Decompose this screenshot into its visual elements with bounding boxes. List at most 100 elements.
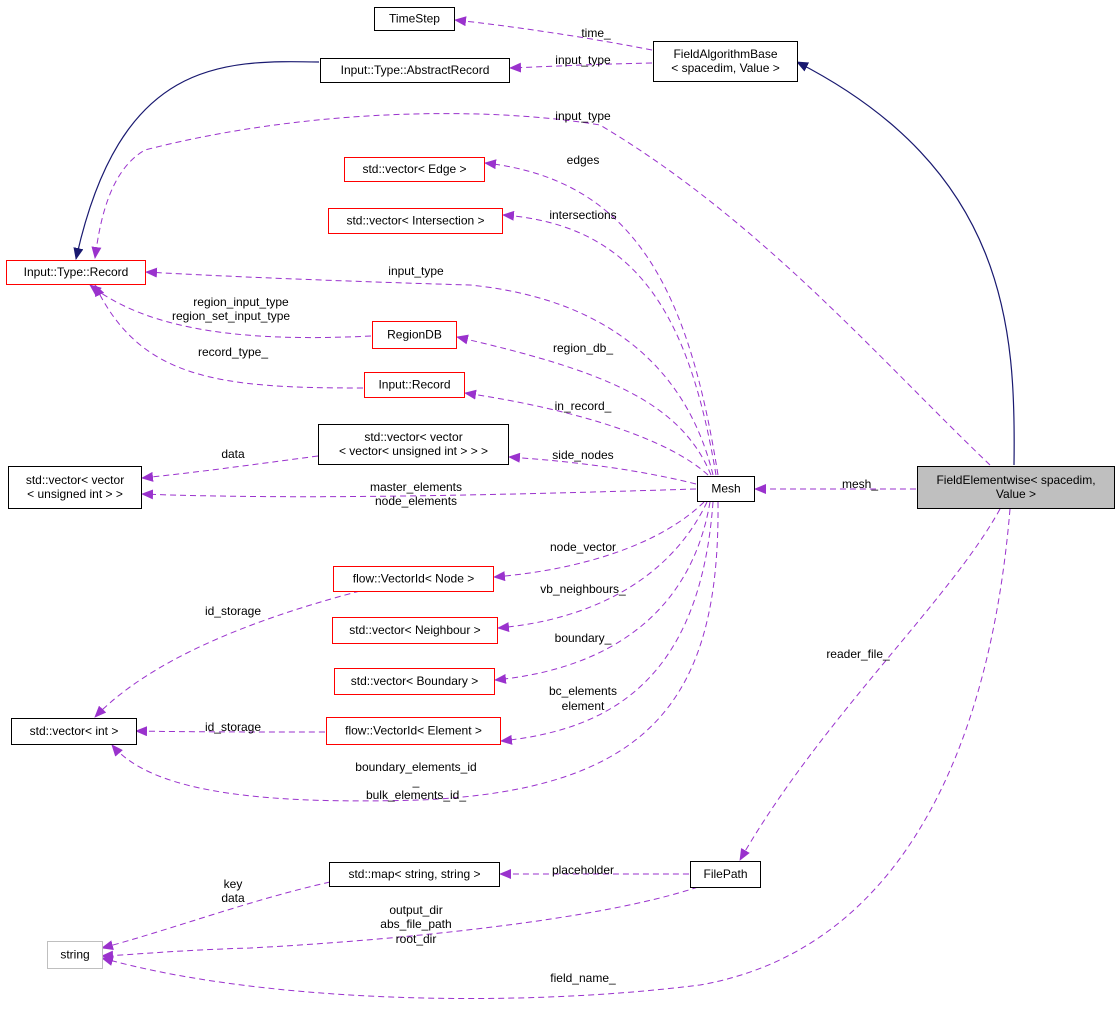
node-label: Value > <box>996 487 1036 501</box>
edge-label: _ <box>412 774 420 788</box>
node-box[interactable] <box>653 41 798 82</box>
node-label: std::vector< int > <box>30 724 119 738</box>
node-label: flow::VectorId< Element > <box>345 724 482 738</box>
edge-label: id_storage <box>205 604 261 618</box>
node-field-algorithm-base[interactable]: FieldAlgorithmBase< spacedim, Value > <box>653 41 798 82</box>
node-field-elementwise[interactable]: FieldElementwise< spacedim,Value > <box>917 466 1115 509</box>
node-label: RegionDB <box>387 328 442 342</box>
edge-line <box>796 61 1015 466</box>
edge-label: bc_elements <box>549 684 617 698</box>
edge-line <box>454 16 653 51</box>
edge-vb-neighbours: vb_neighbours_ <box>497 501 708 633</box>
edge-boundary: boundary_ <box>494 501 711 684</box>
node-box[interactable] <box>11 718 137 745</box>
edge-label: element <box>562 699 605 713</box>
node-vectorid-node[interactable]: flow::VectorId< Node > <box>333 566 494 592</box>
node-box[interactable] <box>697 476 755 502</box>
node-string[interactable]: string <box>47 941 103 969</box>
node-box[interactable] <box>326 717 501 745</box>
edge-label: bulk_elements_id_ <box>366 788 466 802</box>
edge-line <box>141 455 319 482</box>
node-vector-vector-vector[interactable]: std::vector< vector< vector< unsigned in… <box>318 424 509 465</box>
edge-inherit-fab <box>796 61 1015 466</box>
edge-line <box>464 389 709 476</box>
edge-line <box>500 501 714 745</box>
node-label: Input::Type::AbstractRecord <box>341 63 490 77</box>
node-vector-boundary[interactable]: std::vector< Boundary > <box>334 668 495 695</box>
node-map-string[interactable]: std::map< string, string > <box>329 862 500 887</box>
edge-id-storage-element: id_storage <box>135 720 326 737</box>
edge-label: field_name_ <box>550 971 616 985</box>
edge-record-type: record_type_ <box>94 284 364 389</box>
node-box[interactable] <box>47 941 103 969</box>
edge-line <box>456 334 712 476</box>
edge-label: input_type <box>388 264 444 278</box>
edge-label: vb_neighbours_ <box>540 582 626 596</box>
node-box[interactable] <box>332 617 498 644</box>
edge-time: time_ <box>454 16 653 51</box>
node-box[interactable] <box>917 466 1115 509</box>
node-box[interactable] <box>320 58 510 83</box>
node-box[interactable] <box>318 424 509 465</box>
node-vector-neighbour[interactable]: std::vector< Neighbour > <box>332 617 498 644</box>
node-box[interactable] <box>690 861 761 888</box>
edge-line <box>135 726 326 737</box>
node-label: Input::Record <box>378 378 450 392</box>
edge-label: edges <box>567 153 600 167</box>
node-box[interactable] <box>374 7 455 31</box>
edge-node-vector: node_vector <box>493 501 705 582</box>
node-label: std::map< string, string > <box>348 867 480 881</box>
edge-input-type-long: input_type <box>91 109 991 466</box>
node-type-record[interactable]: Input::Type::Record <box>6 260 146 285</box>
edge-label: region_input_type <box>193 295 289 309</box>
node-regiondb[interactable]: RegionDB <box>372 321 457 349</box>
edge-side-nodes: side_nodes <box>508 448 697 485</box>
node-box[interactable] <box>344 157 485 182</box>
edge-label: id_storage <box>205 720 261 734</box>
edge-label: node_vector <box>550 540 616 554</box>
node-filepath[interactable]: FilePath <box>690 861 761 888</box>
node-label: < spacedim, Value > <box>671 61 780 75</box>
node-box[interactable] <box>8 466 142 509</box>
node-mesh[interactable]: Mesh <box>697 476 755 502</box>
edge-label: data <box>221 891 245 905</box>
node-box[interactable] <box>372 321 457 349</box>
node-label: flow::VectorId< Node > <box>353 572 474 586</box>
edge-label: boundary_ <box>555 631 612 645</box>
node-abstract-record[interactable]: Input::Type::AbstractRecord <box>320 58 510 83</box>
edge-input-type-mesh: input_type <box>145 264 714 476</box>
node-vector-edge[interactable]: std::vector< Edge > <box>344 157 485 182</box>
edge-line <box>141 488 697 500</box>
node-vector-vector-uint[interactable]: std::vector< vector< unsigned int > > <box>8 466 142 509</box>
edge-boundary-elements-id: boundary_elements_id_bulk_elements_id_ <box>111 501 719 802</box>
edge-line <box>91 113 991 466</box>
edge-label: abs_file_path <box>380 917 451 931</box>
node-box[interactable] <box>334 668 495 695</box>
node-input-record[interactable]: Input::Record <box>364 372 465 398</box>
node-label: std::vector< Intersection > <box>346 214 484 228</box>
node-label: Input::Type::Record <box>24 265 129 279</box>
edge-field-name: field_name_ <box>101 508 1011 1000</box>
edge-line <box>94 590 361 718</box>
node-box[interactable] <box>364 372 465 398</box>
node-vector-int[interactable]: std::vector< int > <box>11 718 137 745</box>
edge-line <box>739 508 1001 861</box>
node-box[interactable] <box>328 208 503 234</box>
node-box[interactable] <box>6 260 146 285</box>
node-box[interactable] <box>329 862 500 887</box>
edge-input-type-top: input_type <box>509 53 653 73</box>
node-vector-intersection[interactable]: std::vector< Intersection > <box>328 208 503 234</box>
edge-label: input_type <box>555 53 611 67</box>
node-box[interactable] <box>333 566 494 592</box>
edge-line <box>89 284 372 339</box>
edge-label: mesh_ <box>842 477 878 491</box>
node-label: < vector< unsigned int > > > <box>339 444 488 458</box>
node-timestep[interactable]: TimeStep <box>374 7 455 31</box>
node-vectorid-element[interactable]: flow::VectorId< Element > <box>326 717 501 745</box>
edge-edges: edges <box>484 153 719 476</box>
edge-line <box>484 159 719 476</box>
